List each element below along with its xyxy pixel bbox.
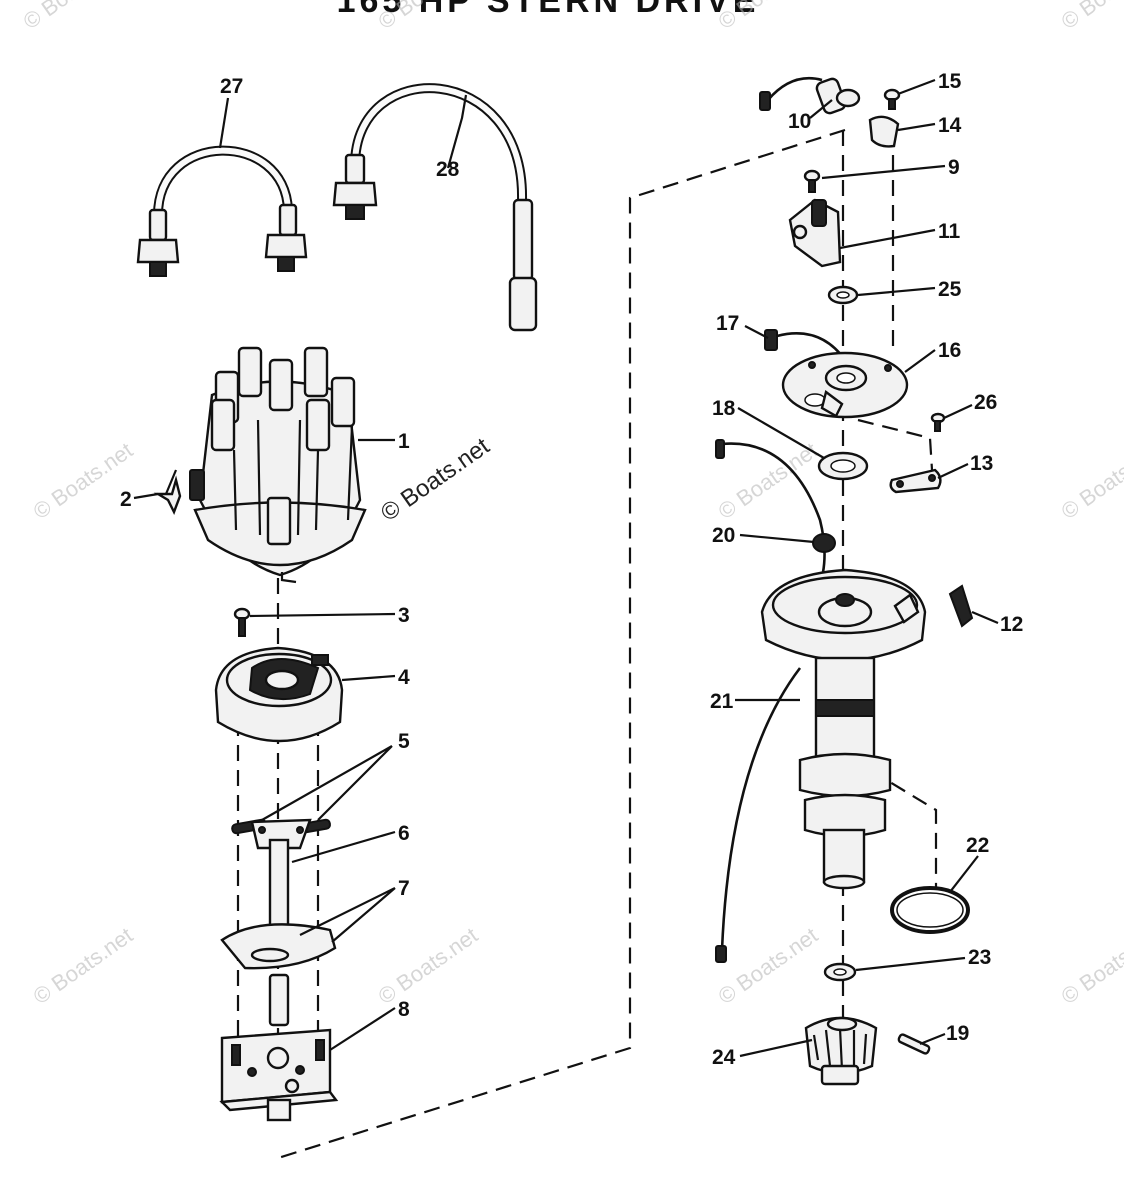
part-label-23: 23: [968, 946, 991, 969]
part-16-breaker-plate: [781, 351, 909, 419]
part-label-6: 6: [398, 822, 410, 845]
part-label-9: 9: [948, 156, 960, 179]
part-label-5: 5: [398, 730, 410, 753]
part-7-weights: [220, 923, 337, 970]
watermark: © Boats.net: [714, 922, 823, 1009]
part-20-grommet: [812, 533, 836, 553]
watermark-corner: © Boats: [1057, 944, 1124, 1010]
part-label-22: 22: [966, 834, 989, 857]
part-21-distributor-housing: [760, 568, 927, 890]
part-label-1: 1: [398, 430, 410, 453]
part-25-washer: [827, 285, 859, 305]
part-15-screw: [883, 88, 901, 110]
part-number-labels: 27 28 1 2 3 4 5 6 7 8 15 10 14 9 11 25 1…: [120, 70, 1023, 1069]
part-label-7: 7: [398, 877, 410, 900]
part-label-19: 19: [946, 1022, 969, 1045]
leader-lines: [133, 78, 999, 1058]
part-label-28: 28: [436, 158, 460, 181]
part-label-4: 4: [398, 666, 410, 689]
part-24-drive-gear: [804, 1016, 878, 1086]
part-label-12: 12: [1000, 613, 1023, 636]
part-label-21: 21: [710, 690, 734, 713]
part-3-screw: [233, 607, 251, 637]
watermark: © Boats.net: [29, 437, 138, 524]
watermark: © Boats.net: [29, 922, 138, 1009]
part-22-o-ring: [890, 886, 970, 934]
part-11-contact-points: [788, 198, 842, 268]
part-label-20: 20: [712, 524, 735, 547]
part-label-24: 24: [712, 1046, 736, 1069]
part-10-condenser: [759, 76, 861, 115]
part-18-seal: [817, 451, 869, 481]
watermark-corner: © Boats: [1057, 0, 1124, 34]
part-28-spark-plug-wire: [332, 83, 538, 332]
part-6-shaft: [250, 818, 312, 1027]
watermark: © Boats.net: [714, 437, 823, 524]
part-1-distributor-cap: [189, 346, 367, 584]
part-label-16: 16: [938, 339, 961, 362]
part-label-14: 14: [938, 114, 962, 137]
watermark-corner: © Boats: [19, 0, 98, 34]
watermark: © Boats.net: [374, 922, 483, 1009]
watermark-corner: © Boats: [1057, 459, 1124, 525]
part-2-clip: [153, 469, 182, 515]
diagram-title: 165 HP STERN DRIVE: [337, 0, 760, 20]
part-label-25: 25: [938, 278, 962, 301]
part-4-rotor: [214, 646, 344, 743]
part-label-18: 18: [712, 397, 736, 420]
part-label-11: 11: [938, 220, 961, 243]
part-12-clip: [948, 584, 974, 628]
part-label-26: 26: [974, 391, 997, 414]
part-14-bracket: [868, 115, 900, 148]
part-23-washer: [823, 962, 857, 982]
part-19-roll-pin: [897, 1033, 931, 1055]
part-26-screw: [930, 412, 946, 432]
part-8-housing-base: [219, 1028, 339, 1122]
watermark-center: © Boats.net: [376, 432, 495, 526]
part-13-link: [889, 468, 942, 494]
part-label-27: 27: [220, 75, 243, 98]
part-label-10: 10: [788, 110, 811, 133]
part-label-8: 8: [398, 998, 410, 1021]
watermark-layer: © Boats © Boats © Boats © Boats © Boats.…: [19, 0, 1124, 1009]
part-label-3: 3: [398, 604, 410, 627]
part-label-17: 17: [716, 312, 739, 335]
part-9-screw: [803, 169, 821, 193]
part-label-2: 2: [120, 488, 132, 511]
part-27-jumper-wire: [136, 145, 308, 277]
part-label-13: 13: [970, 452, 993, 475]
part-label-15: 15: [938, 70, 962, 93]
part-21-primary-wire: [715, 439, 826, 963]
